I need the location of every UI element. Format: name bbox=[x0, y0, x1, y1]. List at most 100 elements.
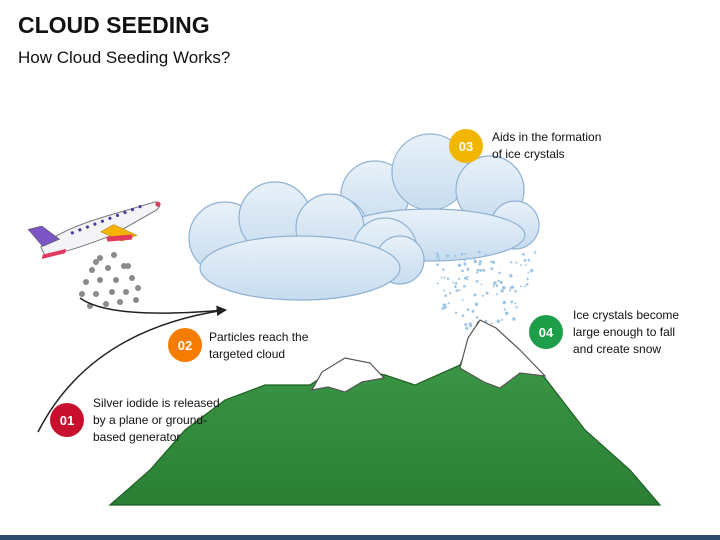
ice-crystal bbox=[436, 256, 439, 259]
ice-crystal bbox=[461, 299, 464, 301]
ice-crystal bbox=[471, 309, 475, 313]
step-03-number: 03 bbox=[458, 138, 474, 154]
ice-crystal bbox=[482, 268, 486, 272]
ice-crystal bbox=[469, 257, 473, 260]
particle-path-arrow bbox=[79, 297, 228, 316]
ice-crystal bbox=[485, 291, 489, 295]
ice-crystal bbox=[437, 257, 441, 261]
ice-crystal bbox=[475, 280, 479, 283]
front-cloud bbox=[188, 181, 425, 301]
ice-crystal bbox=[484, 253, 487, 256]
ice-crystal bbox=[444, 294, 448, 298]
ice-crystal bbox=[455, 289, 459, 293]
ice-crystal bbox=[466, 257, 469, 260]
ice-crystal bbox=[466, 275, 469, 279]
ice-crystal bbox=[501, 289, 503, 292]
ice-crystal bbox=[436, 263, 439, 267]
page-subtitle: How Cloud Seeding Works? bbox=[18, 48, 231, 67]
ice-crystal bbox=[499, 280, 503, 285]
ice-crystal bbox=[473, 259, 477, 264]
ice-crystal bbox=[515, 306, 518, 309]
ice-crystal bbox=[474, 302, 479, 307]
ice-crystal bbox=[475, 316, 479, 319]
ice-crystal bbox=[478, 260, 483, 264]
ice-crystal bbox=[447, 302, 450, 305]
ice-crystal bbox=[463, 258, 467, 262]
ice-crystal bbox=[509, 286, 513, 289]
ice-crystal bbox=[463, 262, 467, 266]
ice-crystal bbox=[527, 271, 530, 274]
step-02-text: Particles reach the targeted cloud bbox=[209, 330, 309, 361]
snow-cap-left bbox=[310, 357, 386, 393]
ice-crystal bbox=[492, 260, 496, 264]
ice-crystal bbox=[435, 252, 439, 255]
ice-crystal bbox=[523, 259, 527, 262]
ice-crystal bbox=[464, 253, 466, 256]
ice-crystal bbox=[496, 319, 501, 323]
ice-crystal bbox=[440, 276, 443, 279]
step-04-number: 04 bbox=[538, 324, 554, 340]
ice-crystal bbox=[442, 303, 446, 307]
page-title: CLOUD SEEDING bbox=[18, 12, 210, 38]
ice-crystal bbox=[453, 285, 457, 288]
ice-crystal bbox=[521, 252, 525, 256]
ice-crystal bbox=[481, 294, 484, 297]
ice-crystal bbox=[504, 311, 509, 316]
step-04-badge: 04 bbox=[529, 315, 563, 349]
ice-crystal bbox=[443, 289, 446, 292]
ice-crystal bbox=[461, 269, 464, 273]
ice-crystal bbox=[533, 251, 537, 254]
silver-iodide-particles bbox=[79, 252, 141, 309]
ice-crystal bbox=[523, 285, 526, 288]
ice-crystal bbox=[457, 263, 462, 268]
ice-crystal bbox=[492, 285, 495, 288]
generator-path-arrow bbox=[37, 309, 226, 433]
snow-cap-right bbox=[459, 319, 547, 389]
ice-crystal bbox=[473, 293, 477, 297]
ice-crystal bbox=[510, 261, 513, 264]
ice-crystal bbox=[478, 262, 482, 266]
step-02-number: 02 bbox=[177, 337, 193, 353]
step-03-badge: 03 bbox=[449, 129, 483, 163]
ice-crystal bbox=[514, 302, 517, 305]
ice-crystal bbox=[498, 271, 501, 275]
ice-crystal bbox=[473, 257, 476, 260]
ice-crystal bbox=[512, 317, 516, 321]
ice-crystal bbox=[520, 264, 522, 267]
ice-crystal bbox=[525, 283, 529, 286]
ice-crystal bbox=[510, 300, 514, 304]
ice-crystal bbox=[460, 252, 464, 256]
ice-crystals bbox=[435, 250, 537, 331]
step-02-badge: 02 bbox=[168, 328, 202, 362]
ice-crystal bbox=[502, 300, 507, 305]
ice-crystal bbox=[480, 283, 483, 286]
ice-crystal bbox=[466, 268, 469, 272]
step-03-text: Aids in the formation of ice crystals bbox=[492, 130, 602, 161]
ice-crystal bbox=[527, 258, 531, 262]
ice-crystal bbox=[464, 276, 467, 280]
ice-crystal bbox=[479, 268, 483, 272]
ice-crystal bbox=[500, 318, 504, 321]
ice-crystal bbox=[519, 285, 522, 288]
ice-crystal bbox=[526, 277, 529, 281]
ice-crystal bbox=[454, 311, 458, 315]
ice-crystal bbox=[463, 284, 466, 288]
ice-crystal bbox=[443, 276, 446, 279]
ice-crystal bbox=[441, 307, 445, 310]
airplane bbox=[27, 201, 161, 260]
bottom-bar bbox=[0, 535, 720, 540]
ice-crystal bbox=[495, 284, 499, 288]
ice-crystal bbox=[466, 308, 470, 312]
ice-crystal bbox=[436, 282, 439, 285]
ice-crystal bbox=[525, 264, 527, 266]
ice-crystal bbox=[466, 278, 469, 281]
ice-crystal bbox=[458, 277, 461, 281]
ice-crystal bbox=[464, 323, 468, 327]
ice-crystal bbox=[458, 289, 461, 292]
ice-crystal bbox=[493, 281, 497, 285]
step-01-number: 01 bbox=[59, 412, 75, 428]
ice-crystal bbox=[446, 277, 450, 281]
ice-crystal bbox=[452, 281, 454, 284]
ice-crystal bbox=[508, 289, 512, 292]
